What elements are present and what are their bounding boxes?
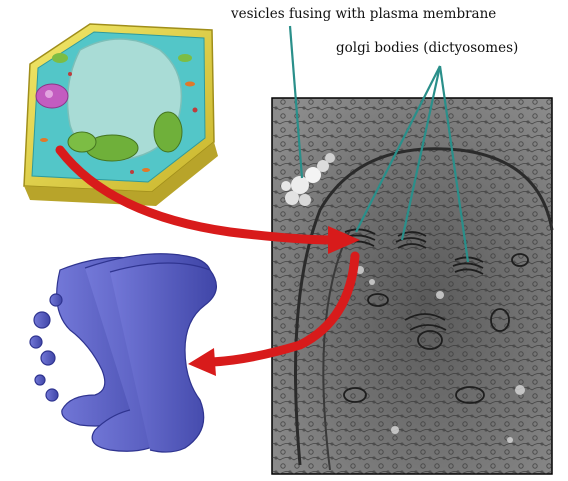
vesicles-label: vesicles fusing with plasma membrane [231, 6, 496, 22]
golgi-apparatus-illustration [30, 254, 216, 452]
plant-cell-illustration [24, 24, 218, 206]
electron-micrograph [272, 98, 552, 474]
golgi-bodies-label: golgi bodies (dictyosomes) [336, 40, 518, 56]
arrowhead-to-golgi [188, 348, 216, 376]
